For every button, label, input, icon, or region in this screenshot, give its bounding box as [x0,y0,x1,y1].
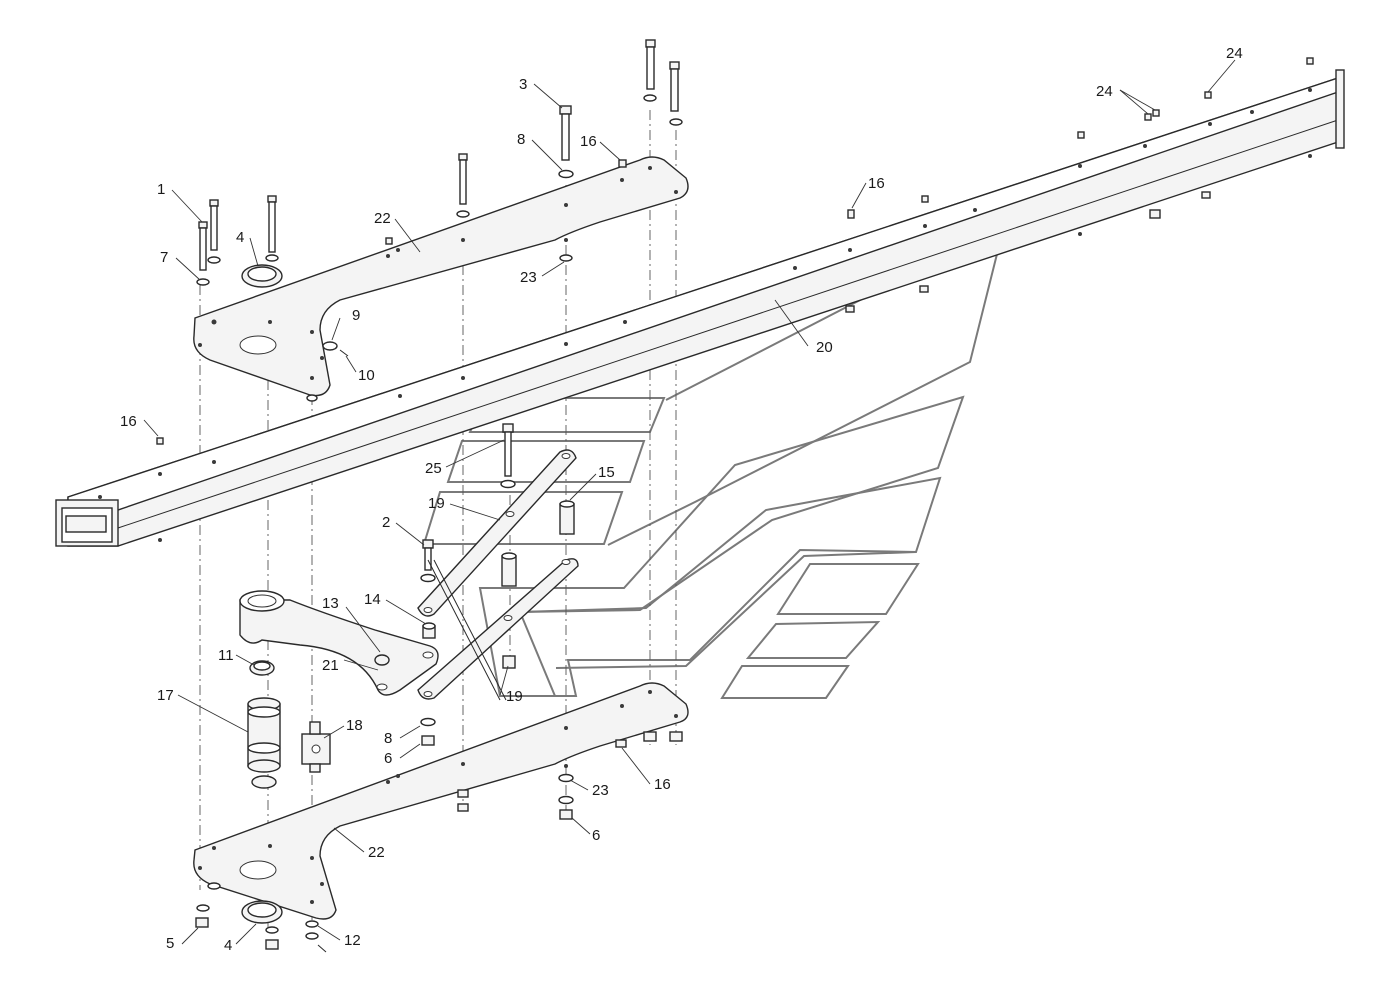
callout-7: 7 [160,249,168,266]
pivot-arm [239,590,439,696]
callout-13: 13 [322,595,339,612]
clamp-block [301,721,331,773]
callout-16-a: 16 [580,133,597,150]
spacer [559,500,575,535]
bolts [198,39,680,571]
callout-5: 5 [166,935,174,952]
bearing-upper [241,264,283,288]
callout-24-a: 24 [1226,45,1243,62]
bearing-lower [241,900,283,924]
bolt [422,539,434,571]
callout-4-lower: 4 [224,937,232,954]
callout-1: 1 [157,181,165,198]
callout-labels: 1 7 4 22 9 10 3 8 16 23 24 24 16 20 16 2… [120,45,1243,954]
bolt [559,105,572,161]
callout-17: 17 [157,687,174,704]
callout-11: 11 [218,647,234,664]
washers-and-nuts [156,57,1314,953]
upper-plate [193,156,689,397]
callout-8-lower: 8 [384,730,392,747]
callout-22-upper: 22 [374,210,391,227]
bolt [458,153,468,205]
callout-9: 9 [352,307,360,324]
bolt [267,195,277,253]
callout-16-d: 16 [654,776,671,793]
bolt [209,199,219,251]
bolt [645,39,656,90]
callout-8-upper: 8 [517,131,525,148]
callout-22-lower: 22 [368,844,385,861]
link-upper [417,449,577,617]
callout-12: 12 [344,932,361,949]
callout-15: 15 [598,464,615,481]
callout-6-right: 6 [592,827,600,844]
callout-19-upper: 19 [428,495,445,512]
bolt [669,61,680,112]
callout-25: 25 [425,460,442,477]
callout-21: 21 [322,657,339,674]
bolt [198,221,208,271]
main-beam [55,69,1345,547]
callout-19-lower: 19 [506,688,523,705]
callout-18: 18 [346,717,363,734]
bolt [502,423,514,477]
callout-23-lower: 23 [592,782,609,799]
callout-2: 2 [382,514,390,531]
callout-16-c: 16 [120,413,137,430]
link-lower [417,558,579,700]
callout-6-left: 6 [384,750,392,767]
callout-10: 10 [358,367,375,384]
spacer-small [422,622,516,669]
callout-20: 20 [816,339,833,356]
callout-23-upper: 23 [520,269,537,286]
spacer [501,552,517,587]
callout-24-b: 24 [1096,83,1113,100]
callout-16-b: 16 [868,175,885,192]
callout-14: 14 [364,591,381,608]
callout-4-upper: 4 [236,229,244,246]
callout-3: 3 [519,76,527,93]
pivot-shaft [247,697,281,789]
lower-plate [193,682,689,920]
bushing [249,660,275,676]
leader-lines [143,59,1236,945]
